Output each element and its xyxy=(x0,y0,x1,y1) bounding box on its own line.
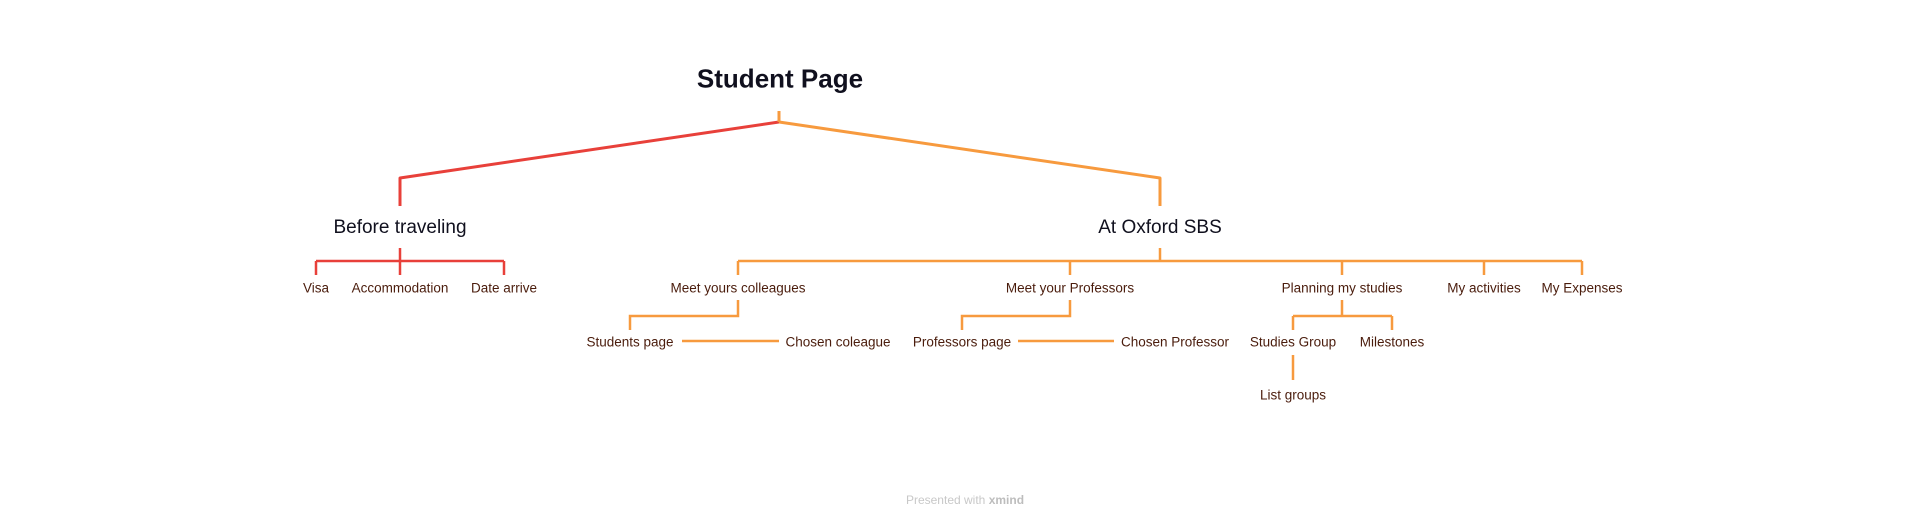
root-topic[interactable]: Student Page xyxy=(696,63,864,94)
connector-before-traveling-children xyxy=(314,248,506,275)
topic-students-page[interactable]: Students page xyxy=(586,334,674,350)
topic-my-expenses[interactable]: My Expenses xyxy=(1541,280,1623,296)
topic-professors-page[interactable]: Professors page xyxy=(912,334,1012,350)
topic-planning-my-studies[interactable]: Planning my studies xyxy=(1281,280,1403,296)
connector-colleagues-children xyxy=(628,300,779,343)
connector-studies-children xyxy=(1291,300,1394,330)
topic-milestones[interactable]: Milestones xyxy=(1359,334,1425,350)
footer-prefix: Presented with xyxy=(905,493,986,507)
topic-studies-group[interactable]: Studies Group xyxy=(1249,334,1337,350)
topic-before-traveling[interactable]: Before traveling xyxy=(333,217,467,238)
topic-meet-yours-colleagues[interactable]: Meet yours colleagues xyxy=(670,280,806,296)
topic-chosen-coleague[interactable]: Chosen coleague xyxy=(785,334,891,350)
connector-root-at-oxford xyxy=(778,120,1162,206)
topic-meet-your-professors[interactable]: Meet your Professors xyxy=(1005,280,1135,296)
connector-professors-children xyxy=(960,300,1114,343)
topic-my-activities[interactable]: My activities xyxy=(1447,280,1521,296)
topic-list-groups[interactable]: List groups xyxy=(1259,387,1327,403)
topic-visa[interactable]: Visa xyxy=(302,280,330,296)
topic-at-oxford-sbs[interactable]: At Oxford SBS xyxy=(1098,217,1222,238)
xmind-logo: xmind xyxy=(988,493,1025,507)
topic-chosen-professor[interactable]: Chosen Professor xyxy=(1120,334,1230,350)
connector-root-before-traveling xyxy=(398,120,780,206)
topic-accommodation[interactable]: Accommodation xyxy=(351,280,449,296)
footer-attribution: Presented with xmind xyxy=(906,493,1024,507)
connector-at-oxford-children xyxy=(736,248,1584,275)
topic-date-arrive[interactable]: Date arrive xyxy=(470,280,538,296)
